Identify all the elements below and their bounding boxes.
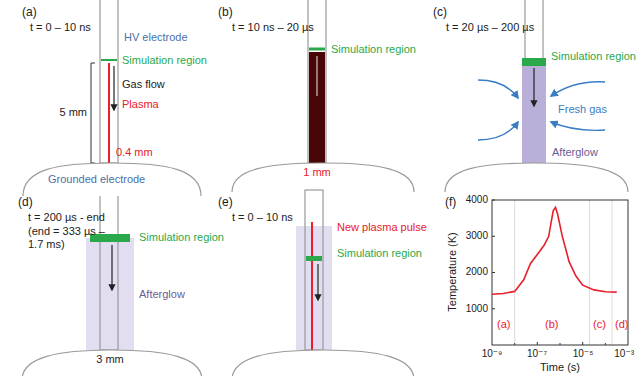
panel-letter: (e): [218, 196, 233, 210]
tick-label: 3000: [466, 230, 488, 242]
flow-arrow: [533, 68, 534, 106]
dome-outline: [23, 163, 201, 196]
afterglow-region: [86, 238, 134, 350]
grounded-electrode: Grounded electrode: [22, 162, 202, 194]
panel-letter: (c): [433, 6, 447, 20]
tick-label: 10⁻³: [614, 348, 634, 360]
fresh-gas-arrow: [551, 122, 605, 130]
simulation-region-bar: [522, 58, 546, 66]
hv-electrode-tube: [100, 0, 118, 163]
afterglow-region: [296, 226, 332, 350]
phase-divider: [589, 200, 590, 345]
fresh-gas-arrow: [478, 122, 518, 140]
time-window: t = 200 µs - end: [28, 211, 105, 224]
flow-arrow: [316, 56, 317, 96]
tick-label: 4000: [466, 194, 488, 206]
time-window: t = 0 – 10 ns: [232, 211, 293, 224]
region-label: Simulation region: [551, 50, 636, 63]
flow-label: Gas flow: [122, 78, 165, 91]
plasma-filament: [108, 63, 110, 163]
grounded-electrode: [232, 350, 414, 376]
grounded-electrode: [445, 163, 628, 192]
dimension-bracket: [91, 63, 95, 163]
simulation-region-bar: [306, 256, 322, 261]
flow-label: Fresh gas: [558, 103, 607, 116]
region-label: Simulation region: [331, 43, 416, 56]
phase-label: (c): [593, 318, 606, 331]
time-window: t = 10 ns – 20 µs: [232, 21, 314, 34]
dimension: 0.4 mm: [116, 146, 153, 159]
time-window: t = 0 – 10 ns: [30, 21, 91, 34]
part-label: New plasma pulse: [337, 221, 427, 234]
afterglow-column: [522, 60, 546, 163]
dimension: 3 mm: [96, 353, 124, 366]
dimension: 1 mm: [303, 166, 331, 179]
flow-arrow: [317, 264, 318, 300]
part-label: Plasma: [122, 98, 159, 111]
axis-title: Time (s): [540, 361, 580, 374]
region-label: Simulation region: [122, 54, 207, 67]
panel-letter: (d): [18, 196, 33, 210]
tick-label: 1000: [466, 303, 488, 315]
plasma-filament: [311, 222, 313, 350]
time-window: t = 20 µs – 200 µs: [446, 21, 534, 34]
flow-arrow: [111, 245, 112, 290]
region-label: Simulation region: [139, 231, 224, 244]
simulation-region-bar: [101, 59, 117, 61]
tick-label: 10⁻⁵: [573, 348, 594, 360]
phase-label: (d): [615, 318, 628, 331]
plasma-column: [309, 52, 325, 163]
panel-letter: (b): [218, 6, 233, 20]
temperature-curve: [492, 207, 617, 294]
tick-label: 2000: [466, 266, 488, 278]
plot-frame: [492, 200, 628, 345]
phase-divider: [612, 200, 613, 345]
dimension: 5 mm: [60, 106, 88, 119]
electrode-label: Grounded electrode: [48, 173, 192, 186]
fresh-gas-arrow: [478, 80, 518, 98]
phase-divider: [514, 200, 515, 345]
grounded-electrode: [232, 163, 414, 192]
part-label: HV electrode: [124, 31, 188, 44]
region-label: Simulation region: [337, 247, 422, 260]
tick-marks: [492, 200, 605, 345]
phase-label: (a): [497, 318, 510, 331]
axis-title: Temperature (K): [446, 232, 459, 311]
fresh-gas-arrow: [551, 82, 605, 96]
simulation-region-bar: [309, 48, 325, 51]
hv-electrode-tube: [305, 190, 323, 350]
tick-label: 10⁻⁷: [527, 348, 547, 360]
time-window: (end = 333 µs – 1.7 ms): [28, 225, 120, 250]
panel-letter: (f): [445, 196, 456, 210]
region-label: Afterglow: [552, 146, 598, 159]
grounded-electrode: [22, 350, 202, 376]
panel-letter: (a): [22, 6, 37, 20]
flow-arrow: [113, 66, 114, 110]
phase-label: (b): [545, 318, 558, 331]
plot-axes: [492, 200, 628, 345]
region-label: Afterglow: [139, 288, 185, 301]
tick-label: 10⁻⁹: [482, 348, 503, 360]
